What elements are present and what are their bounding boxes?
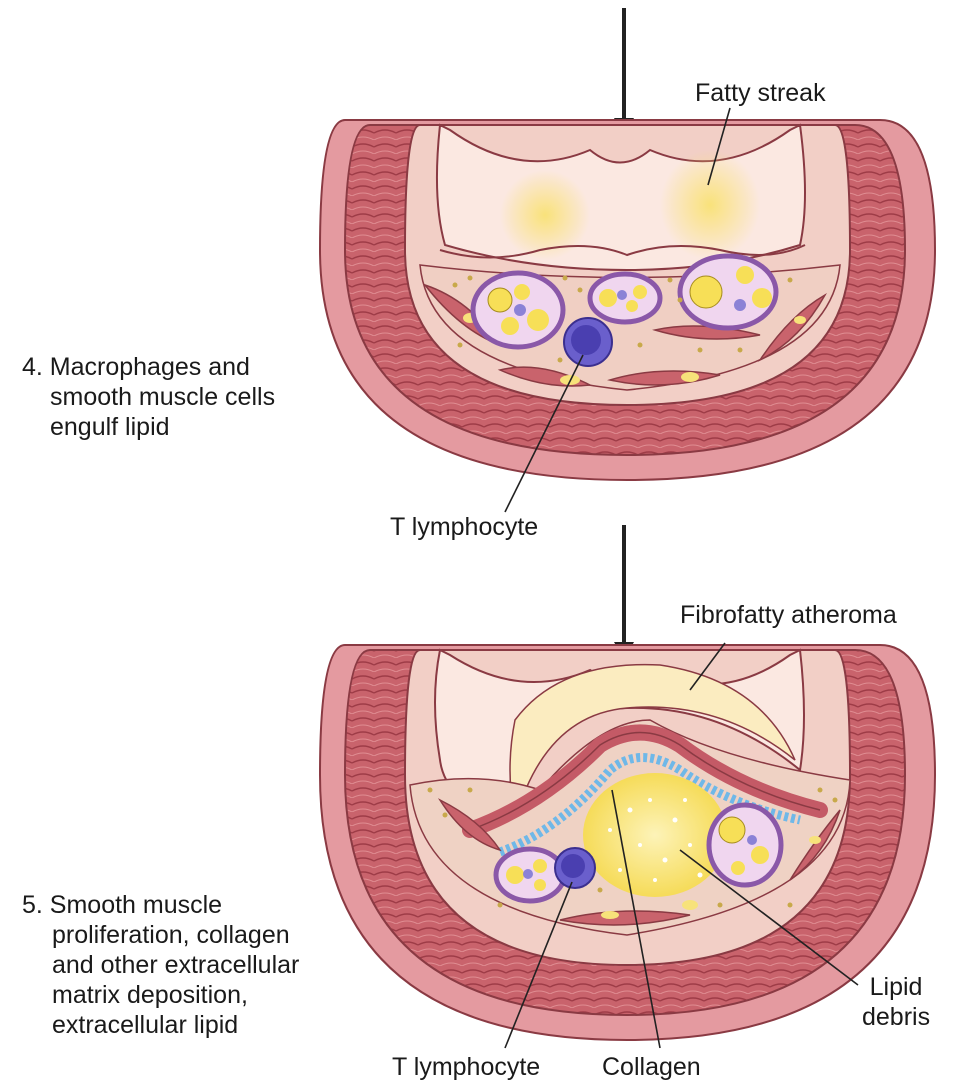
t-lymphocyte-cell: [564, 318, 612, 366]
lipid-debris-label: Lipid debris: [862, 972, 930, 1032]
stage5-caption-line: proliferation, collagen: [22, 920, 299, 950]
lipid-droplet: [601, 911, 619, 919]
lipid-droplet: [809, 836, 821, 844]
collagen-label: Collagen: [602, 1052, 701, 1082]
lipid-droplet: [794, 316, 806, 324]
foam-cell-macrophage: [709, 805, 781, 885]
stage4-caption: 4. Macrophages and smooth muscle cells e…: [22, 352, 275, 442]
lipid-droplet: [681, 372, 699, 382]
stage5-caption-line: and other extracellular: [22, 950, 299, 980]
t-lymphocyte-cell: [555, 848, 595, 888]
foam-cell-macrophage: [590, 274, 660, 322]
t-lymphocyte-label-1: T lymphocyte: [390, 512, 538, 542]
stage5-caption-line: extracellular lipid: [22, 1010, 299, 1040]
lipid-debris-label-line: debris: [862, 1002, 930, 1032]
foam-cell-macrophage: [680, 256, 776, 328]
lipid-debris-label-line: Lipid: [862, 972, 930, 1002]
t-lymphocyte-label-2: T lymphocyte: [392, 1052, 540, 1082]
lipid-droplet: [682, 900, 698, 910]
stage5-caption-line: 5. Smooth muscle: [22, 890, 299, 920]
foam-cell-macrophage: [473, 273, 563, 347]
stage5-caption-line: matrix deposition,: [22, 980, 299, 1010]
stage4-caption-line: smooth muscle cells: [22, 382, 275, 412]
fibrofatty-atheroma-label: Fibrofatty atheroma: [680, 600, 897, 630]
stage4-caption-line: 4. Macrophages and: [22, 352, 275, 382]
stage4-vessel: [320, 8, 935, 512]
foam-cell-macrophage: [496, 849, 564, 901]
stage4-caption-line: engulf lipid: [22, 412, 275, 442]
fatty-streak-glow-right: [660, 150, 760, 260]
fatty-streak-label: Fatty streak: [695, 78, 826, 108]
stage5-caption: 5. Smooth muscle proliferation, collagen…: [22, 890, 299, 1040]
